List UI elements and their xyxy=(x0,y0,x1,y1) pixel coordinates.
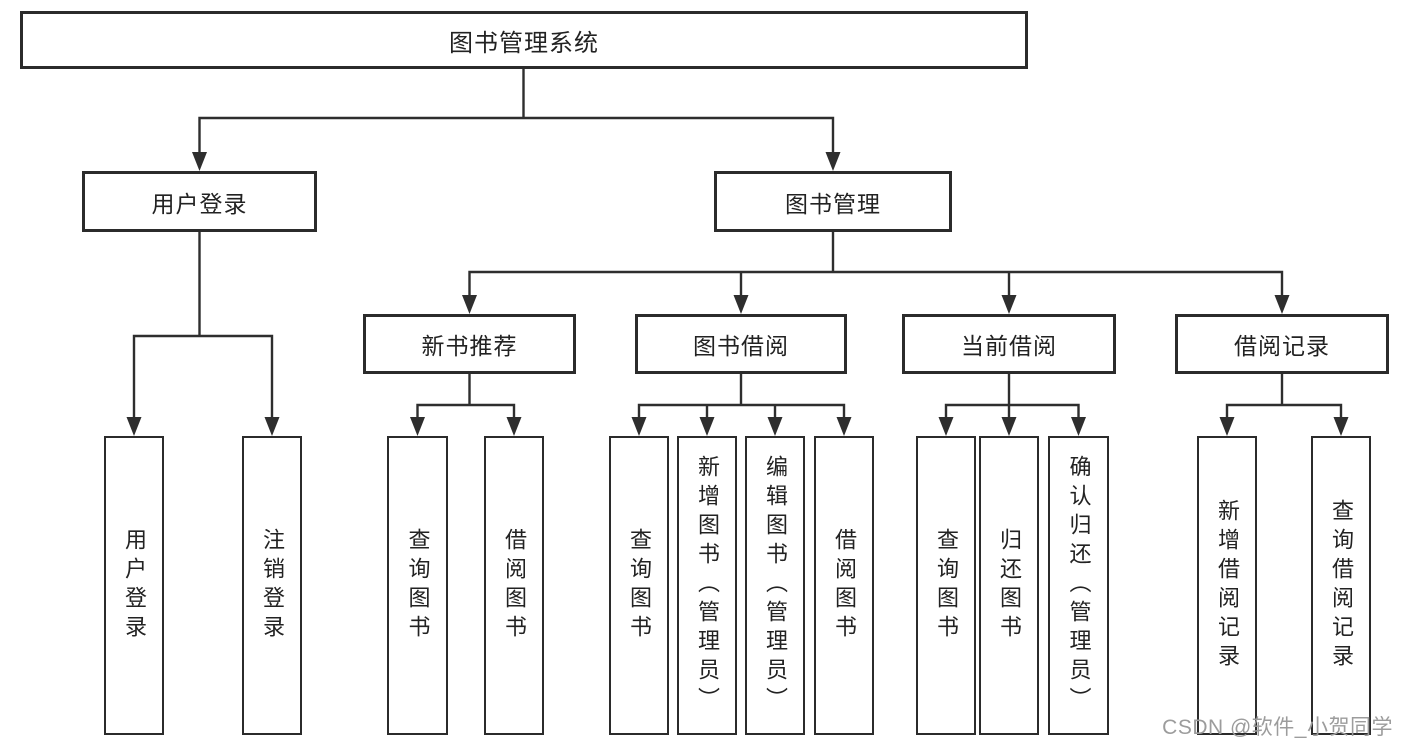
node-new-book-recommend: 新书推荐 xyxy=(363,314,576,374)
leaf-user-login-label: 用户登录 xyxy=(122,527,147,644)
leaf-query-books-recommend-label: 查询图书 xyxy=(405,527,431,644)
node-book-borrow-label: 图书借阅 xyxy=(693,333,789,359)
node-user-login-label: 用户登录 xyxy=(151,190,248,217)
leaf-query-borrow-record: 查询借阅记录 xyxy=(1311,436,1371,735)
leaf-borrow-books-recommend-label: 借阅图书 xyxy=(502,527,527,644)
node-borrow-records-label: 借阅记录 xyxy=(1234,333,1330,359)
watermark: CSDN @软件_小贺同学 xyxy=(1162,716,1393,739)
node-book-management-label: 图书管理 xyxy=(785,190,881,217)
leaf-edit-book-admin: 编辑图书（管理员） xyxy=(745,436,805,735)
leaf-return-books-label: 归还图书 xyxy=(997,527,1022,644)
node-new-book-recommend-label: 新书推荐 xyxy=(421,333,518,359)
node-current-borrow-label: 当前借阅 xyxy=(961,333,1057,359)
leaf-user-login: 用户登录 xyxy=(104,436,164,735)
leaf-logout-label: 注销登录 xyxy=(260,527,285,644)
leaf-borrow-books: 借阅图书 xyxy=(814,436,874,735)
node-root: 图书管理系统 xyxy=(20,11,1028,69)
leaf-add-book-admin-label: 新增图书（管理员） xyxy=(695,455,720,716)
leaf-borrow-books-label: 借阅图书 xyxy=(832,527,857,644)
leaf-logout: 注销登录 xyxy=(242,436,302,735)
leaf-query-books-borrow-label: 查询图书 xyxy=(627,527,652,644)
leaf-query-books-current: 查询图书 xyxy=(916,436,976,735)
leaf-add-borrow-record-label: 新增借阅记录 xyxy=(1215,498,1240,673)
leaf-edit-book-admin-label: 编辑图书（管理员） xyxy=(763,455,788,716)
leaf-query-books-recommend: 查询图书 xyxy=(387,436,448,735)
node-user-login: 用户登录 xyxy=(82,171,317,232)
node-book-borrow: 图书借阅 xyxy=(635,314,847,374)
leaf-confirm-return-admin-label: 确认归还（管理员） xyxy=(1066,455,1092,716)
node-book-management: 图书管理 xyxy=(714,171,952,232)
leaf-query-borrow-record-label: 查询借阅记录 xyxy=(1329,498,1354,673)
node-root-label: 图书管理系统 xyxy=(449,29,599,57)
leaf-query-books-current-label: 查询图书 xyxy=(934,527,959,644)
leaf-return-books: 归还图书 xyxy=(979,436,1039,735)
leaf-borrow-books-recommend: 借阅图书 xyxy=(484,436,544,735)
node-borrow-records: 借阅记录 xyxy=(1175,314,1389,374)
node-current-borrow: 当前借阅 xyxy=(902,314,1116,374)
leaf-add-book-admin: 新增图书（管理员） xyxy=(677,436,737,735)
leaf-confirm-return-admin: 确认归还（管理员） xyxy=(1048,436,1109,735)
leaf-add-borrow-record: 新增借阅记录 xyxy=(1197,436,1257,735)
leaf-query-books-borrow: 查询图书 xyxy=(609,436,669,735)
